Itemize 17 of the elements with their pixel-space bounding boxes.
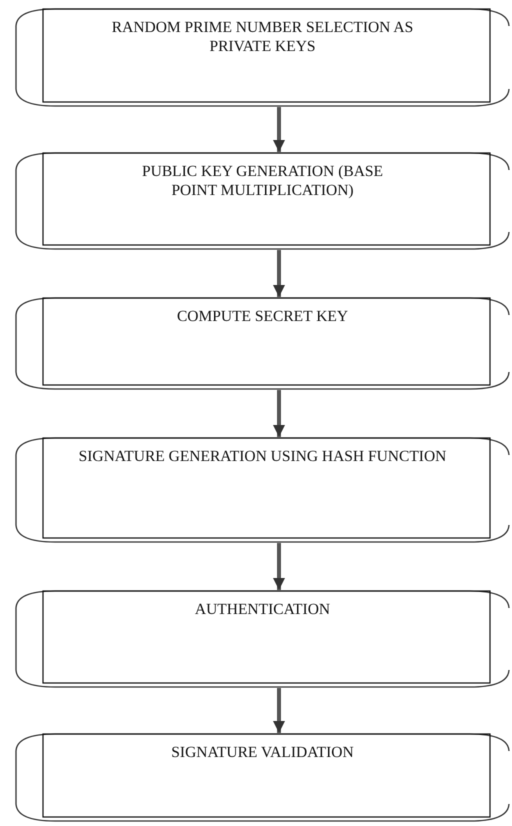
arrow — [273, 688, 285, 733]
step-label: RANDOM PRIME NUMBER SELECTION AS PRIVATE KEYS — [110, 18, 414, 56]
process-box — [15, 152, 510, 250]
arrow — [273, 250, 285, 297]
step-label: AUTHENTICATION — [194, 600, 332, 619]
step-label: SIGNATURE GENERATION USING HASH FUNCTION — [78, 447, 448, 466]
process-box — [15, 590, 510, 688]
arrow — [273, 390, 285, 437]
step-label: SIGNATURE VALIDATION — [170, 743, 355, 762]
process-box — [15, 437, 510, 543]
step-label: PUBLIC KEY GENERATION (BASE POINT MULTIPLICATION) — [141, 162, 384, 200]
process-box — [15, 297, 510, 390]
process-box — [15, 8, 510, 107]
step-label: COMPUTE SECRET KEY — [176, 307, 350, 326]
arrow — [273, 107, 285, 152]
arrow — [273, 543, 285, 590]
process-box — [15, 733, 510, 822]
